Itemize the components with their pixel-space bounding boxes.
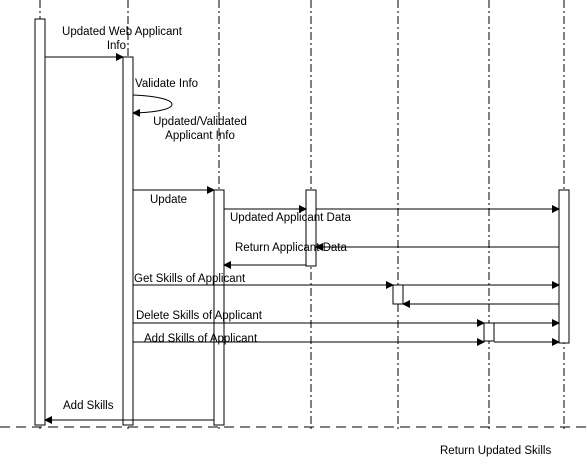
label-updated-web-applicant-info-1: Updated Web Applicant — [62, 26, 182, 38]
activation-5 — [392, 284, 404, 305]
activation-3 — [213, 189, 225, 426]
label-updated-validated-1: Updated/Validated — [153, 116, 247, 128]
label-updated-web-applicant-info-2: Info — [106, 40, 126, 52]
label-get-skills-of-applicant: Get Skills of Applicant — [134, 273, 246, 285]
activation-7 — [558, 189, 570, 344]
label-update: Update — [150, 194, 188, 206]
label-updated-applicant-data: Updated Applicant Data — [230, 212, 351, 224]
activation-1 — [34, 18, 46, 426]
activation-6 — [483, 322, 495, 342]
msg-validate-info-self — [132, 94, 173, 117]
label-return-updated-skills: Return Updated Skills — [440, 445, 552, 457]
label-add-skills: Add Skills — [63, 400, 114, 412]
activation-4 — [305, 189, 317, 267]
label-return-applicant-data: Return Applicant Data — [235, 242, 347, 254]
label-validate-info: Validate Info — [135, 78, 199, 90]
label-add-skills-of-applicant: Add Skills of Applicant — [144, 333, 258, 345]
activation-2 — [122, 56, 134, 426]
label-delete-skills-of-applicant: Delete Skills of Applicant — [136, 310, 262, 322]
label-updated-validated-2: Applicant Info — [165, 130, 235, 142]
